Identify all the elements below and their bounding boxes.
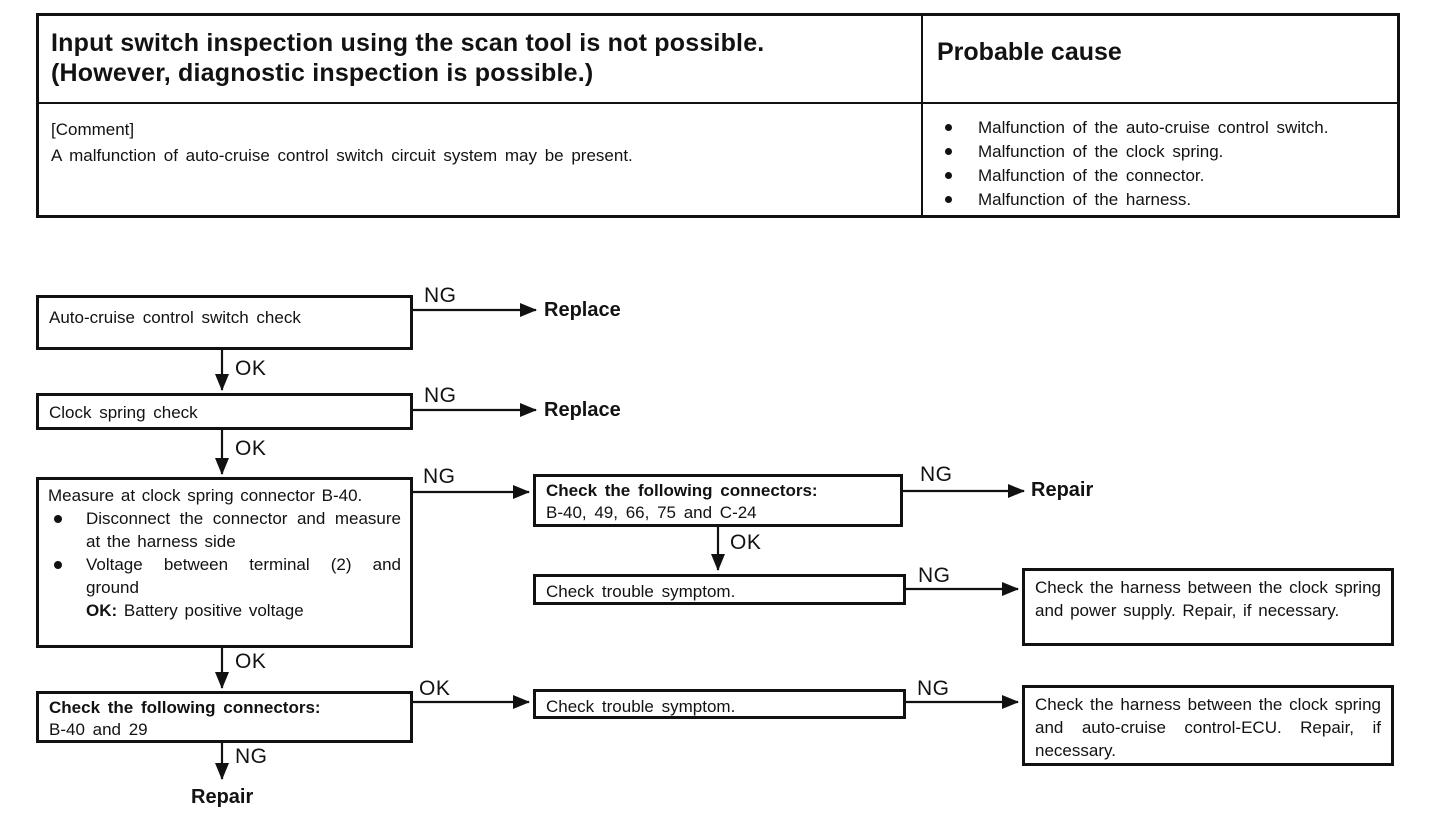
ng-label: NG [424, 284, 457, 307]
step-clock-spring-check: Clock spring check [36, 393, 413, 430]
symptom-title-line1: Input switch inspection using the scan t… [51, 29, 765, 57]
connectors-detail: B-40, 49, 66, 75 and C-24 [546, 503, 757, 522]
connectors-detail: B-40 and 29 [49, 720, 148, 739]
step-harness-power-supply: Check the harness between the clock spri… [1022, 568, 1394, 646]
connectors-title: Check the following connectors: [546, 481, 818, 500]
step-text: Check trouble symptom. [546, 697, 736, 716]
cause-text: Malfunction of the harness. [978, 190, 1192, 209]
connectors-title: Check the following connectors: [49, 698, 321, 717]
ok-label: OK [235, 650, 267, 673]
causes-cell: Malfunction of the auto-cruise control s… [923, 104, 1397, 215]
cause-item: Malfunction of the clock spring. [937, 140, 1383, 164]
bullet-icon [945, 124, 952, 131]
ok-label: OK [235, 357, 267, 380]
ng-label: NG [920, 463, 953, 486]
ok-label: OK [235, 437, 267, 460]
ok-label: OK [419, 677, 451, 700]
measure-bullet-1: Disconnect the connector and measure at … [48, 507, 401, 553]
symptom-title-line2: (However, diagnostic inspection is possi… [51, 59, 594, 87]
cause-text: Malfunction of the connector. [978, 166, 1205, 185]
comment-text: A malfunction of auto-cruise control swi… [51, 146, 633, 165]
step-text: Check trouble symptom. [546, 582, 736, 601]
step-text: Clock spring check [49, 403, 198, 422]
cause-item: Malfunction of the auto-cruise control s… [937, 116, 1383, 140]
step-text: Check the harness between the clock spri… [1035, 578, 1381, 620]
probable-cause-header-cell: Probable cause [923, 16, 1397, 102]
probable-cause-title: Probable cause [937, 38, 1122, 66]
ng-label: NG [918, 564, 951, 587]
cause-item: Malfunction of the harness. [937, 188, 1383, 212]
step-text: Auto-cruise control switch check [49, 308, 301, 327]
ok-value: Battery positive voltage [123, 601, 304, 620]
ng-label: NG [917, 677, 950, 700]
bullet-icon [54, 561, 62, 569]
cause-text: Malfunction of the auto-cruise control s… [978, 118, 1329, 137]
step-check-connectors-b40-29: Check the following connectors: B-40 and… [36, 691, 413, 743]
bullet-text: Disconnect the connector and measure at … [86, 509, 401, 551]
step-text: Check the harness between the clock spri… [1035, 695, 1381, 760]
bullet-icon [945, 172, 952, 179]
step-measure-clock-spring: Measure at clock spring connector B-40. … [36, 477, 413, 648]
measure-bullet-2: Voltage between terminal (2) and ground [48, 553, 401, 599]
ng-label: NG [423, 465, 456, 488]
ok-prefix: OK: [86, 601, 118, 620]
cause-item: Malfunction of the connector. [937, 164, 1383, 188]
ok-label: OK [730, 531, 762, 554]
step-check-trouble-symptom-2: Check trouble symptom. [533, 689, 906, 719]
ng-label: NG [235, 745, 268, 768]
comment-cell: [Comment] A malfunction of auto-cruise c… [39, 104, 923, 215]
table-header-row: Input switch inspection using the scan t… [39, 16, 1397, 104]
bullet-icon [54, 515, 62, 523]
cause-list: Malfunction of the auto-cruise control s… [937, 114, 1383, 212]
step-auto-cruise-switch-check: Auto-cruise control switch check [36, 295, 413, 350]
bullet-icon [945, 148, 952, 155]
measure-title: Measure at clock spring connector B-40. [48, 486, 363, 505]
measure-ok-line: OK: Battery positive voltage [48, 599, 401, 622]
step-check-connectors-b40-49-66-75-c24: Check the following connectors: B-40, 49… [533, 474, 903, 527]
cause-text: Malfunction of the clock spring. [978, 142, 1224, 161]
step-harness-control-ecu: Check the harness between the clock spri… [1022, 685, 1394, 766]
repair-action-label: Repair [1031, 479, 1094, 501]
table-body-row: [Comment] A malfunction of auto-cruise c… [39, 104, 1397, 215]
ng-label: NG [424, 384, 457, 407]
repair-action-label: Repair [191, 786, 254, 808]
step-check-trouble-symptom-1: Check trouble symptom. [533, 574, 906, 605]
trouble-symptom-table: Input switch inspection using the scan t… [36, 13, 1400, 218]
replace-action-label: Replace [544, 399, 621, 421]
bullet-text: Voltage between terminal (2) and ground [86, 555, 401, 597]
bullet-icon [945, 196, 952, 203]
replace-action-label: Replace [544, 299, 621, 321]
symptom-header-cell: Input switch inspection using the scan t… [39, 16, 923, 102]
comment-label: [Comment] [51, 120, 135, 139]
